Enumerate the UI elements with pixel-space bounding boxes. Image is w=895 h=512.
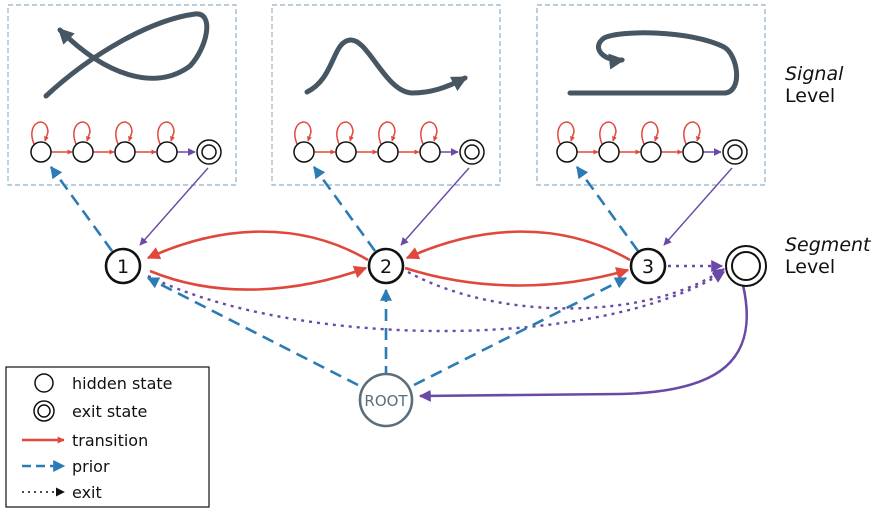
self-loop-3-2	[599, 121, 617, 145]
self-loop-1-4	[157, 121, 175, 145]
exit-2	[407, 268, 725, 310]
signal-state-2-4	[419, 141, 441, 163]
signal-exit-inner-2	[464, 144, 480, 160]
signal-curve-hook	[567, 30, 740, 96]
signal-state-2-2	[335, 141, 357, 163]
signal-state-3-4	[682, 141, 704, 163]
prior-root-to-1	[146, 276, 359, 387]
self-loop-1-2	[73, 121, 91, 145]
root-node: ROOT	[358, 372, 414, 428]
segment-level-label: Segment Level	[785, 234, 871, 278]
segment-state-1: 1	[104, 247, 142, 285]
legend-exit-state-label: exit state	[72, 402, 147, 421]
signal-state-1-4	[156, 141, 178, 163]
self-loop-3-1	[557, 121, 575, 145]
legend-exit-state-icon	[33, 400, 55, 422]
signal-state-1-3	[114, 141, 136, 163]
self-loop-1-3	[115, 121, 133, 145]
transition-1-to-2	[149, 265, 368, 291]
signal-level-plain: Level	[785, 85, 836, 107]
segment-state-2: 2	[367, 247, 405, 285]
self-loop-1-1	[31, 121, 49, 145]
prior-3-to-signal	[575, 166, 640, 252]
legend-prior-label: prior	[72, 457, 110, 476]
svg-text:3: 3	[642, 256, 654, 278]
legend-box	[5, 366, 210, 508]
svg-text:2: 2	[380, 256, 392, 278]
signal-state-2-3	[377, 141, 399, 163]
self-loop-2-2	[336, 121, 354, 145]
exit-1	[147, 270, 726, 333]
self-loop-3-4	[683, 121, 701, 145]
signal-state-1-2	[72, 141, 94, 163]
signal-exit-to-1	[139, 167, 209, 246]
segment-exit-to-root	[418, 284, 748, 402]
transition-3-to-2	[405, 230, 631, 262]
prior-2-to-signal	[312, 166, 377, 252]
signal-panel-2	[271, 4, 501, 186]
signal-state-2-1	[293, 141, 315, 163]
legend: hidden state exit state transition prior…	[5, 366, 210, 508]
segment-state-3: 3	[629, 247, 667, 285]
signal-state-3-3	[640, 141, 662, 163]
signal-state-1-1	[30, 141, 52, 163]
svg-text:1: 1	[117, 256, 129, 278]
signal-exit-inner-3	[727, 144, 743, 160]
self-loop-2-4	[420, 121, 438, 145]
signal-level-italic: Signal	[785, 63, 844, 85]
legend-hidden-state-label: hidden state	[72, 374, 173, 393]
signal-level-label: Signal Level	[785, 63, 843, 107]
legend-transition-label: transition	[72, 431, 148, 450]
legend-exit-label: exit	[72, 483, 102, 502]
transition-2-to-1	[146, 230, 369, 262]
signal-exit-inner-1	[201, 144, 217, 160]
prior-root-to-3	[413, 276, 628, 387]
self-loop-2-3	[378, 121, 396, 145]
signal-panel-1	[7, 4, 237, 186]
transition-2-to-3	[404, 266, 630, 287]
signal-panel-3	[536, 4, 766, 186]
self-loop-2-1	[294, 121, 312, 145]
signal-state-3-1	[556, 141, 578, 163]
signal-state-chains	[30, 121, 748, 165]
signal-curve-loop	[43, 11, 210, 99]
segment-exit-state	[725, 245, 767, 287]
signal-exit-to-2	[400, 167, 470, 246]
legend-hidden-state-icon	[34, 373, 54, 393]
signal-state-3-2	[598, 141, 620, 163]
segment-level-plain: Level	[785, 256, 836, 278]
signal-curve-bump	[304, 37, 468, 96]
svg-text:ROOT: ROOT	[364, 392, 408, 410]
segment-level-italic: Segment	[785, 234, 871, 256]
self-loop-3-3	[641, 121, 659, 145]
prior-1-to-signal	[49, 166, 114, 252]
signal-exit-to-3	[663, 167, 733, 246]
